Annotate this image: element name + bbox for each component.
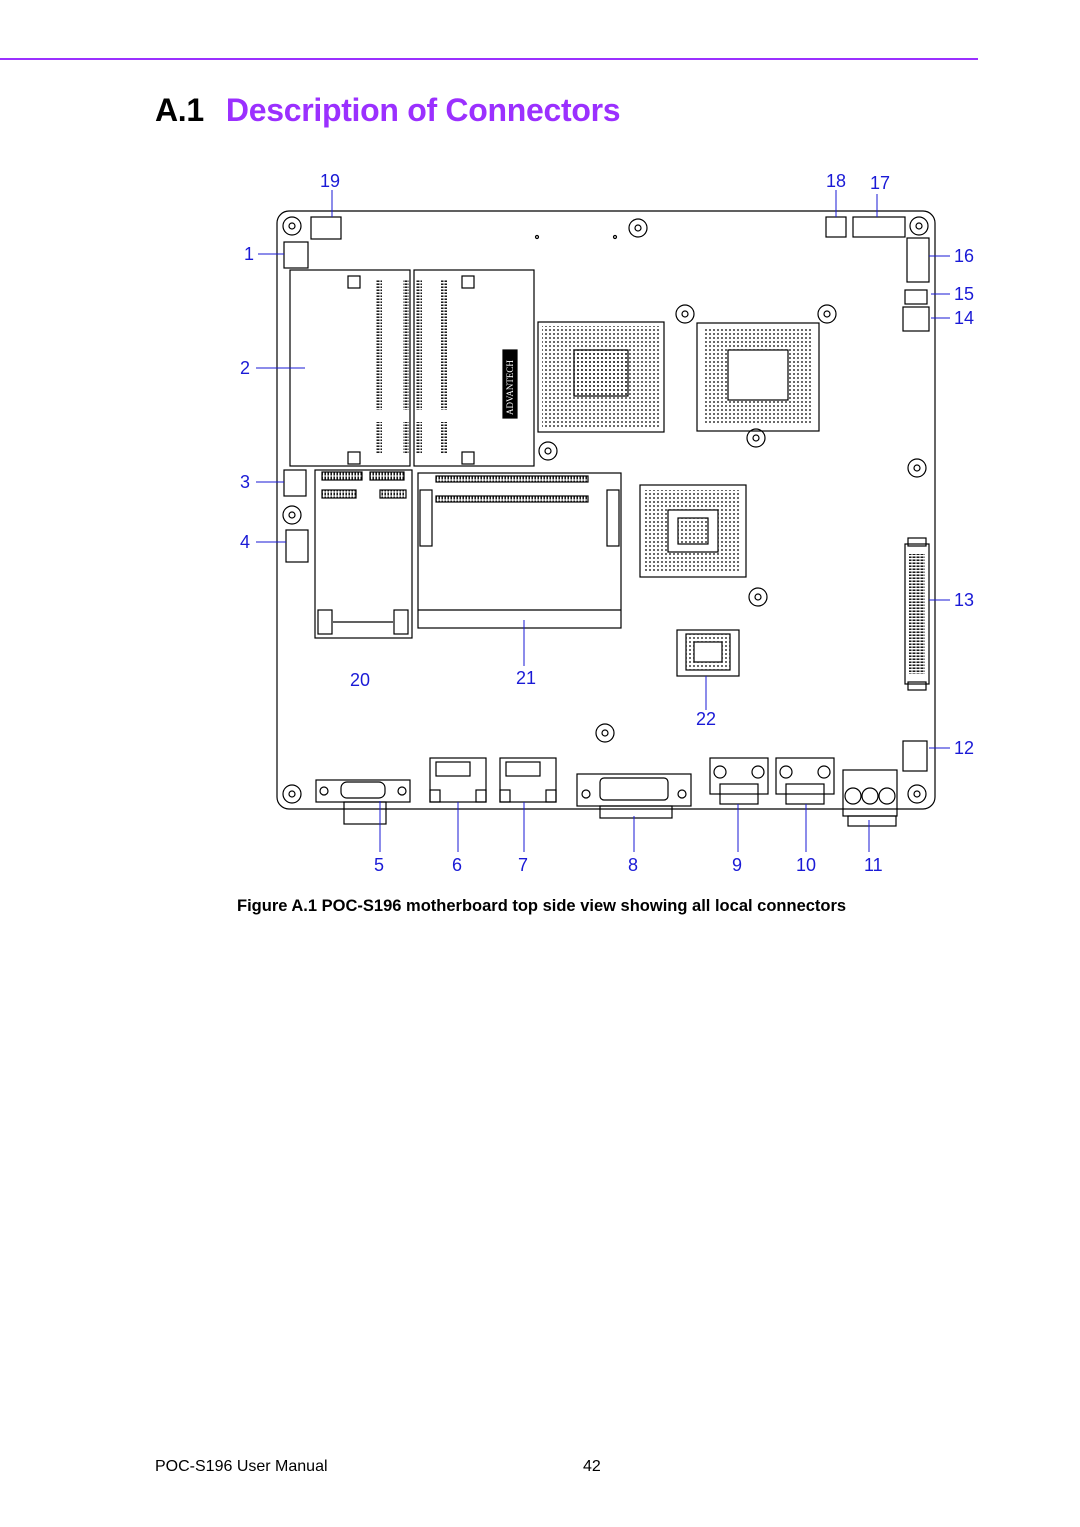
connector-12 bbox=[902, 740, 928, 772]
callout-12: 12 bbox=[954, 738, 975, 758]
callout-9: 9 bbox=[732, 855, 743, 875]
callout-15: 15 bbox=[954, 284, 975, 304]
connector-7 bbox=[499, 757, 557, 803]
connector-20 bbox=[314, 469, 413, 639]
callout-5: 5 bbox=[374, 855, 385, 875]
connector-15 bbox=[904, 289, 928, 305]
connector-9 bbox=[709, 757, 769, 805]
footer-page-number: 42 bbox=[583, 1458, 601, 1475]
motherboard-figure: ADVANTECH bbox=[0, 160, 1080, 890]
callout-17: 17 bbox=[870, 173, 891, 193]
callout-leaders bbox=[256, 190, 950, 852]
connector-3 bbox=[283, 469, 307, 497]
figure-caption: Figure A.1 POC-S196 motherboard top side… bbox=[237, 897, 847, 915]
connector-5 bbox=[315, 779, 411, 825]
chipset-bga bbox=[696, 322, 820, 432]
callout-4: 4 bbox=[240, 532, 251, 552]
callout-13: 13 bbox=[954, 590, 975, 610]
section-title: Description of Connectors bbox=[225, 92, 621, 128]
connector-1 bbox=[283, 241, 309, 269]
board-outline bbox=[276, 210, 936, 810]
connector-14 bbox=[902, 306, 930, 332]
silkscreen-logo: ADVANTECH bbox=[505, 360, 515, 415]
callout-3: 3 bbox=[240, 472, 251, 492]
gpu-bga bbox=[639, 484, 747, 578]
connector-11 bbox=[842, 769, 898, 827]
section-number: A.1 bbox=[155, 92, 204, 128]
callout-7: 7 bbox=[518, 855, 529, 875]
callout-2: 2 bbox=[240, 358, 251, 378]
callout-14: 14 bbox=[954, 308, 975, 328]
connector-17 bbox=[852, 216, 906, 238]
callout-10: 10 bbox=[796, 855, 817, 875]
section-heading: A.1 Description of Connectors bbox=[155, 92, 621, 129]
connector-4 bbox=[285, 529, 309, 563]
connector-19 bbox=[310, 216, 342, 240]
motherboard-diagram: ADVANTECH bbox=[276, 210, 936, 827]
connector-21 bbox=[417, 472, 622, 629]
callout-21: 21 bbox=[516, 668, 537, 688]
footer-manual-name: POC-S196 User Manual bbox=[155, 1458, 328, 1475]
cpu-bga bbox=[537, 321, 665, 433]
callout-8: 8 bbox=[628, 855, 639, 875]
callout-20: 20 bbox=[350, 670, 371, 690]
connector-8 bbox=[576, 773, 692, 819]
callout-1: 1 bbox=[244, 244, 255, 264]
header-rule bbox=[0, 58, 978, 60]
callout-22: 22 bbox=[696, 709, 717, 729]
callout-6: 6 bbox=[452, 855, 463, 875]
component-22 bbox=[676, 629, 740, 677]
callout-18: 18 bbox=[826, 171, 847, 191]
connector-16 bbox=[906, 237, 930, 283]
connector-13 bbox=[904, 537, 930, 691]
callout-19: 19 bbox=[320, 171, 341, 191]
connector-10 bbox=[775, 757, 835, 805]
callout-11: 11 bbox=[864, 855, 883, 875]
mounting-holes bbox=[282, 216, 929, 804]
callout-16: 16 bbox=[954, 246, 975, 266]
